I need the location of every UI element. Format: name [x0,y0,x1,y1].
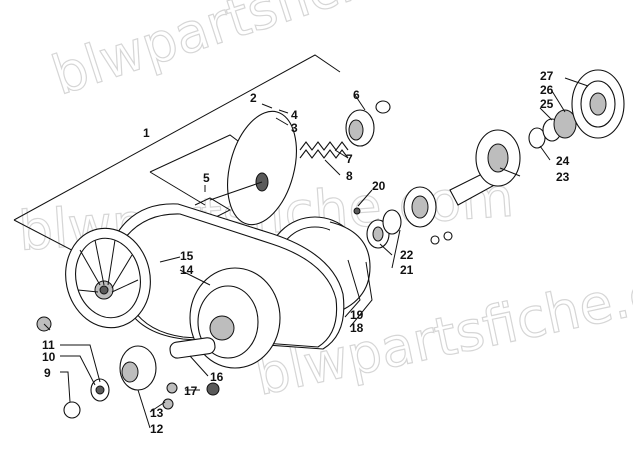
callout-12: 12 [150,422,164,436]
spring-retainer [345,100,391,147]
callout-8: 8 [346,169,353,183]
callout-16: 16 [210,370,224,384]
callout-15: 15 [180,249,194,263]
watermark-text-top: blwpartsfiche.com [45,0,536,107]
callout-6: 6 [353,88,360,102]
leader-lines [43,77,589,429]
washer-24 [528,127,546,149]
secondary-fixed-sheave [209,110,297,226]
callout-27: 27 [540,69,554,83]
callout-25: 25 [540,97,554,111]
callout-3: 3 [291,121,298,135]
primary-clutch-housing [169,267,281,369]
callout-23: 23 [556,170,570,184]
bearing-25-26 [542,109,577,142]
callout-7: 7 [346,152,353,166]
callout-26: 26 [540,83,554,97]
callout-5: 5 [203,171,210,185]
callout-19: 19 [350,308,364,322]
callout-14: 14 [180,263,194,277]
gear-27 [571,69,625,139]
callout-9: 9 [44,366,51,380]
callout-1: 1 [143,126,150,140]
callout-24: 24 [556,154,570,168]
lower-left-small-parts [36,316,220,419]
callout-18: 18 [350,321,364,335]
callout-10: 10 [42,350,56,364]
spring [299,141,349,159]
callout-13: 13 [150,406,164,420]
primary-clutch-sheave [65,227,151,329]
callout-4: 4 [291,108,298,122]
callout-22: 22 [400,248,414,262]
callout-labels: 1 2 3 4 5 6 7 8 9 10 11 12 13 14 15 16 1… [42,69,570,436]
callout-11: 11 [42,338,55,352]
callout-20: 20 [372,179,386,193]
callout-17: 17 [184,384,198,398]
bearing-group [353,186,453,249]
callout-2: 2 [250,91,257,105]
callout-21: 21 [400,263,414,277]
